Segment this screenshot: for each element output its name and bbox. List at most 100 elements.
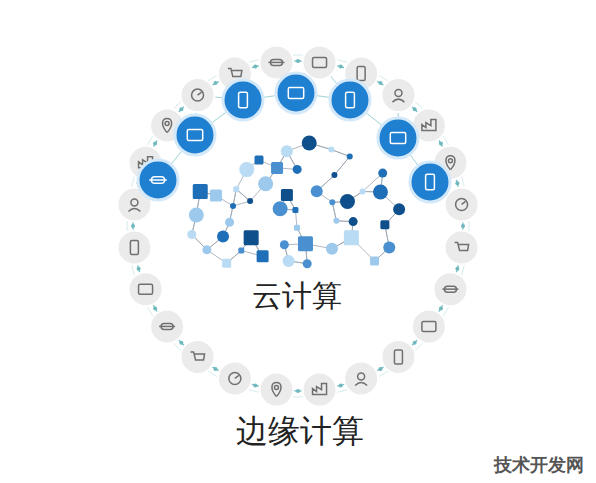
device-circle bbox=[259, 373, 293, 407]
device-icon bbox=[191, 352, 205, 360]
ring-dot bbox=[379, 81, 383, 85]
ring-dot bbox=[413, 107, 417, 111]
ring-dot bbox=[439, 142, 443, 146]
cloud-node bbox=[347, 153, 353, 159]
ring-dot bbox=[339, 383, 343, 387]
cloud-node bbox=[344, 230, 359, 245]
device-circle bbox=[181, 78, 215, 112]
device-circle bbox=[330, 80, 370, 120]
cloud-node bbox=[244, 230, 259, 245]
edge-title: 边缘计算 bbox=[236, 410, 364, 454]
cloud-node bbox=[328, 147, 334, 153]
device-icon bbox=[163, 119, 172, 133]
cloud-node bbox=[302, 136, 317, 151]
cloud-node bbox=[283, 255, 295, 267]
device-circle bbox=[445, 231, 479, 265]
ring-dot bbox=[379, 367, 383, 371]
device-icon bbox=[228, 69, 242, 77]
device-circle bbox=[433, 272, 467, 306]
cloud-node bbox=[281, 189, 293, 201]
cloud-node bbox=[378, 169, 387, 178]
cloud-node bbox=[333, 218, 339, 224]
ring-dot bbox=[131, 224, 135, 228]
cloud-node bbox=[202, 245, 211, 254]
cloud-title: 云计算 bbox=[252, 276, 342, 317]
cloud-node bbox=[239, 162, 254, 177]
device-icon bbox=[392, 90, 404, 103]
cloud-node bbox=[254, 155, 263, 164]
cloud-node bbox=[393, 203, 405, 215]
device-icon bbox=[390, 133, 405, 144]
device-icon bbox=[128, 199, 140, 212]
ring-dot bbox=[296, 389, 300, 393]
cloud-node bbox=[340, 194, 355, 209]
cloud-node bbox=[271, 162, 283, 174]
cloud-node bbox=[247, 198, 253, 204]
cloud-node bbox=[233, 186, 239, 192]
cloud-node bbox=[380, 220, 389, 229]
cloud-link bbox=[334, 156, 349, 175]
device-icon bbox=[446, 156, 455, 170]
cloud-node bbox=[370, 257, 379, 266]
cloud-node bbox=[329, 199, 335, 205]
device-icon bbox=[426, 174, 435, 189]
device-circle bbox=[410, 162, 450, 202]
ring-line bbox=[133, 61, 463, 391]
ring-dot bbox=[153, 142, 157, 146]
device-icon bbox=[187, 130, 202, 141]
cloud-node bbox=[293, 165, 302, 174]
device-icon bbox=[268, 59, 284, 65]
cloud-link bbox=[334, 156, 349, 175]
cloud-node bbox=[238, 248, 244, 254]
ring-dot bbox=[455, 267, 459, 271]
device-circle bbox=[181, 340, 215, 374]
device-icon bbox=[229, 372, 241, 384]
device-icon bbox=[159, 323, 175, 329]
ring-dot bbox=[137, 267, 141, 271]
ring-dot bbox=[455, 181, 459, 185]
cloud-node bbox=[373, 184, 388, 199]
watermark: 技术开发网 bbox=[494, 453, 584, 477]
cloud-node bbox=[258, 176, 273, 191]
cloud-node bbox=[298, 236, 313, 251]
device-circle bbox=[344, 361, 378, 395]
device-icon bbox=[394, 350, 402, 364]
device-icon bbox=[139, 284, 153, 294]
device-circle bbox=[445, 187, 479, 221]
device-circle bbox=[175, 115, 215, 155]
cloud-node bbox=[281, 145, 293, 157]
cloud-node bbox=[210, 190, 222, 202]
device-circle bbox=[412, 309, 446, 343]
ring-dot bbox=[214, 81, 218, 85]
cloud-node bbox=[189, 208, 204, 223]
ring-dot bbox=[214, 367, 218, 371]
link-lines bbox=[134, 62, 461, 204]
device-circle bbox=[381, 340, 415, 374]
device-circle bbox=[223, 80, 263, 120]
device-icon bbox=[456, 198, 468, 210]
ring-dot bbox=[153, 307, 157, 311]
device-circle bbox=[276, 73, 316, 113]
device-icon bbox=[422, 321, 436, 331]
device-icon bbox=[313, 57, 327, 67]
ring-dot bbox=[253, 65, 257, 69]
cloud-node bbox=[311, 185, 323, 197]
cloud-node bbox=[383, 242, 395, 254]
cloud-node bbox=[280, 240, 289, 249]
device-circle bbox=[381, 78, 415, 112]
device-icon bbox=[288, 88, 303, 99]
ring-dot bbox=[439, 307, 443, 311]
device-circle bbox=[303, 45, 337, 79]
ring-dot bbox=[413, 341, 417, 345]
ring-dot bbox=[179, 341, 183, 345]
device-icon bbox=[239, 92, 248, 107]
cloud-node bbox=[257, 250, 269, 262]
cloud-node bbox=[230, 203, 236, 209]
cloud-node bbox=[331, 172, 337, 178]
device-circle bbox=[129, 272, 163, 306]
cloud-node bbox=[303, 259, 312, 268]
cloud-node bbox=[349, 217, 358, 226]
ring-dot bbox=[339, 65, 343, 69]
device-circle bbox=[218, 361, 252, 395]
